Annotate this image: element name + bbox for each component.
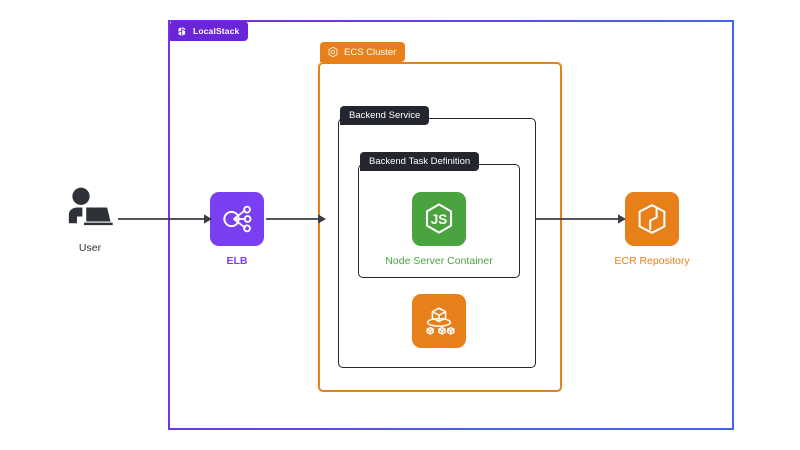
node-ecr-repository[interactable]: ECR Repository [614,192,690,267]
connector-elb-to-ecs-cluster [266,213,326,225]
connector-backend-service-to-ecr [536,213,626,225]
backend-task-definition-label: Backend Task Definition [369,156,471,167]
localstack-label: LocalStack [193,26,240,36]
localstack-logo-icon [177,26,188,37]
elastic-load-balancer-icon [220,202,254,236]
svg-text:JS: JS [431,212,448,227]
node-elb-label: ELB [226,255,248,267]
backend-task-definition-badge: Backend Task Definition [360,152,480,171]
connector-user-to-elb [118,213,212,225]
node-server-container-label: Node Server Container [385,255,493,267]
ecs-cluster-box [318,62,562,392]
localstack-badge: LocalStack [170,21,249,41]
node-user: User [52,186,128,254]
node-elb[interactable]: ELB [210,192,264,267]
backend-service-badge: Backend Service [340,106,430,125]
node-user-label: User [78,242,102,254]
node-ecr-repository-label: ECR Repository [614,255,690,267]
ecr-tile[interactable] [625,192,679,246]
nodejs-js-hexagon-icon: JS [421,201,457,237]
ecs-cluster-badge: ECS Cluster [320,42,406,62]
node-node-server-container[interactable]: JS Node Server Container [385,192,493,267]
ecr-cube-icon [634,201,670,237]
elb-tile[interactable] [210,192,264,246]
backend-service-box [338,118,536,368]
ecs-cluster-icon [327,46,339,58]
ecs-service-tile[interactable] [412,294,466,348]
node-server-tile[interactable]: JS [412,192,466,246]
user-with-laptop-icon [63,186,117,230]
node-ecs-service[interactable] [412,294,466,348]
ecs-cluster-label: ECS Cluster [344,46,397,58]
ecs-container-service-icon [421,303,457,339]
backend-service-label: Backend Service [349,110,421,121]
